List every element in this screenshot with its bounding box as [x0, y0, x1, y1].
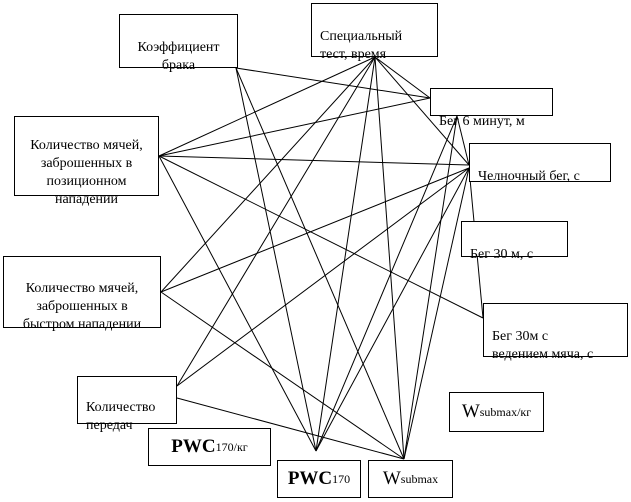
edge-run_6min-balls_positional — [158, 97, 431, 157]
node-label: PWC — [287, 468, 333, 489]
node-subscript: submax/кг — [479, 405, 532, 419]
node-subscript: 170/кг — [215, 440, 248, 454]
node-balls-positional: Количество мячей, заброшенных в позицион… — [14, 116, 159, 207]
node-label: Бег 30м с ведением мяча, с — [492, 329, 594, 362]
edge-special_test-balls_fast — [160, 56, 376, 293]
edge-balls_positional-pwc170 — [158, 155, 317, 452]
node-balls-fast: Количество мячей, заброшенных в быстром … — [3, 256, 161, 332]
edge-shuttle_run-balls_positional — [158, 155, 470, 166]
edge-balls_fast-w_submax — [160, 291, 405, 460]
node-shuttle-run: Челночный бег, с — [469, 143, 611, 184]
node-run-30m: Бег 30 м, с — [461, 221, 568, 262]
edge-special_test-w_submax — [374, 56, 405, 460]
edge-run_6min-shuttle_run — [456, 115, 470, 166]
node-label: W — [382, 468, 401, 489]
node-label: Бег 6 минут, м — [439, 114, 525, 129]
edge-shuttle_run-w_submax — [403, 167, 470, 460]
node-label: Количество мячей, заброшенных в быстром … — [22, 281, 142, 332]
node-label: Бег 30 м, с — [470, 247, 534, 262]
edge-special_test-pwc170 — [315, 56, 376, 452]
node-run-6min: Бег 6 минут, м — [430, 88, 553, 129]
node-special-test: Специальный тест, время — [311, 3, 438, 62]
edge-balls_positional-run_30m_ball — [158, 155, 484, 319]
edge-shuttle_run-pwc170 — [315, 167, 470, 452]
node-label: Специальный тест, время — [320, 29, 403, 62]
edge-defect_coefficient-run_6min — [235, 67, 431, 99]
edge-special_test-shuttle_run — [374, 56, 470, 166]
node-defect-coefficient: Коэффициент брака — [119, 14, 238, 73]
edge-special_test-balls_positional — [158, 56, 376, 157]
edge-shuttle_run-balls_fast — [160, 167, 470, 293]
node-subscript: 170 — [332, 472, 351, 486]
node-run-30m-ball: Бег 30м с ведением мяча, с — [483, 303, 628, 362]
node-label: PWC — [171, 436, 216, 457]
edge-run_6min-pwc170 — [315, 115, 458, 452]
node-subscript: submax — [400, 472, 439, 486]
edge-passes-w_submax — [176, 397, 405, 460]
edge-special_test-passes — [176, 56, 376, 387]
node-passes: Количество передач — [77, 376, 177, 433]
edge-special_test-run_6min — [374, 56, 431, 99]
edge-shuttle_run-passes — [176, 167, 470, 387]
edge-defect_coefficient-pwc170 — [235, 67, 317, 452]
edge-run_6min-w_submax — [403, 115, 458, 460]
node-label: Челночный бег, с — [478, 169, 580, 184]
node-label: Количество передач — [86, 400, 156, 433]
node-label: Коэффициент брака — [137, 40, 220, 73]
node-label: W — [461, 401, 480, 422]
node-label: Количество мячей, заброшенных в позицион… — [30, 138, 143, 207]
edge-defect_coefficient-w_submax — [235, 67, 405, 460]
